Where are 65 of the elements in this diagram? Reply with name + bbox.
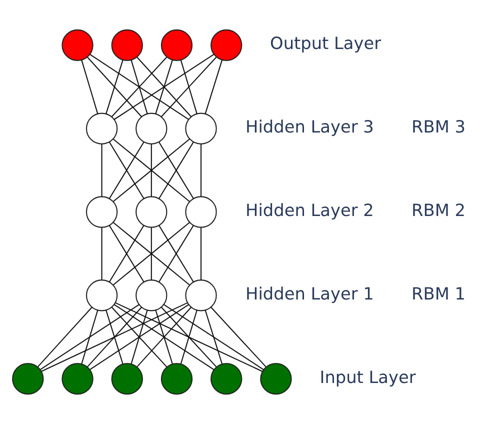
connector bbox=[101, 227, 102, 280]
node-circle bbox=[136, 279, 168, 311]
connector bbox=[86, 306, 142, 367]
node-circle bbox=[62, 362, 94, 394]
node-circle bbox=[160, 28, 193, 61]
connector bbox=[114, 53, 214, 120]
node-circle bbox=[136, 196, 168, 228]
connector bbox=[200, 227, 202, 280]
node-circle bbox=[210, 362, 242, 394]
label: Hidden Layer 2 bbox=[246, 200, 374, 220]
connector bbox=[108, 224, 144, 282]
connector bbox=[180, 59, 198, 114]
connector bbox=[81, 59, 98, 114]
connector bbox=[114, 304, 214, 370]
connector bbox=[204, 310, 223, 364]
connector bbox=[41, 302, 188, 372]
node-circle bbox=[111, 28, 143, 61]
connector bbox=[106, 310, 124, 364]
node-circle bbox=[12, 362, 44, 394]
connector bbox=[130, 59, 148, 114]
connector bbox=[136, 306, 192, 367]
connector bbox=[155, 310, 173, 364]
label: RBM 3 bbox=[412, 116, 466, 136]
connector bbox=[81, 310, 98, 364]
connector bbox=[160, 56, 217, 117]
node-circle bbox=[185, 112, 217, 144]
connector bbox=[164, 304, 264, 370]
connector bbox=[161, 306, 217, 367]
connector bbox=[210, 306, 266, 367]
node-circle bbox=[62, 28, 94, 61]
connector bbox=[101, 144, 102, 196]
node-circle bbox=[136, 112, 168, 144]
connector bbox=[40, 304, 140, 370]
node-circle bbox=[160, 362, 193, 394]
node-circle bbox=[86, 112, 118, 144]
connector bbox=[150, 227, 152, 280]
node-circle bbox=[185, 196, 217, 228]
connector bbox=[108, 141, 144, 198]
connector bbox=[200, 144, 202, 196]
connector bbox=[180, 310, 198, 364]
label: Hidden Layer 3 bbox=[246, 116, 374, 136]
connector bbox=[87, 56, 142, 117]
label: RBM 1 bbox=[412, 282, 466, 303]
node-circle bbox=[260, 362, 292, 394]
connector bbox=[90, 53, 189, 120]
label: Hidden Layer 1 bbox=[246, 282, 374, 303]
connector bbox=[111, 56, 168, 117]
connector bbox=[130, 310, 148, 364]
node-circle bbox=[210, 28, 242, 61]
connector bbox=[115, 302, 263, 372]
label: RBM 2 bbox=[412, 200, 466, 220]
node-circle bbox=[185, 279, 217, 311]
node-circle bbox=[111, 362, 143, 394]
connector bbox=[112, 306, 168, 367]
connector bbox=[155, 59, 173, 114]
connector bbox=[136, 56, 192, 117]
node-circle bbox=[86, 196, 118, 228]
connector bbox=[37, 306, 92, 367]
label: Input Layer bbox=[320, 366, 416, 386]
connector bbox=[90, 304, 189, 370]
node-circle bbox=[86, 279, 118, 311]
label: Output Layer bbox=[270, 32, 382, 53]
connector bbox=[150, 144, 152, 196]
connector bbox=[106, 59, 124, 114]
connector bbox=[204, 59, 223, 114]
